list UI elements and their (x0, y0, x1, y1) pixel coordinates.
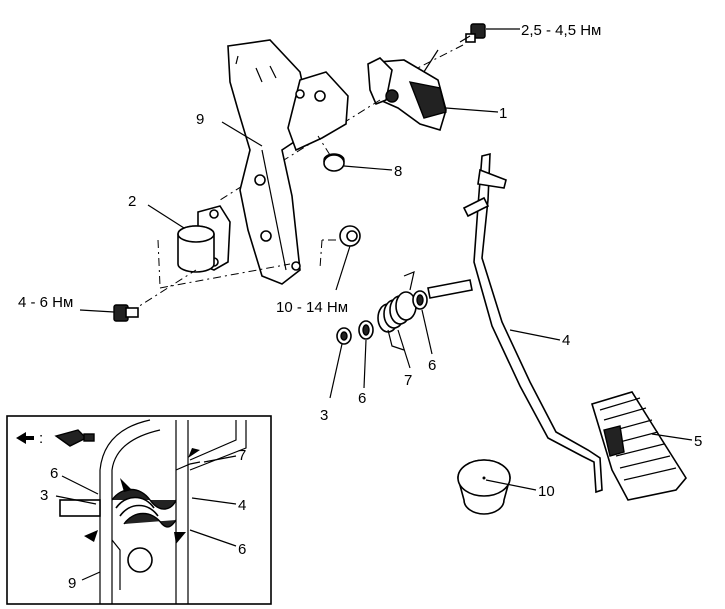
label-2: 2 (128, 193, 136, 210)
inset-label-3: 3 (40, 487, 48, 504)
torque-sensor-bolt: 2,5 - 4,5 Нм (521, 22, 601, 39)
label-7: 7 (404, 372, 412, 389)
washer (336, 327, 352, 345)
torque-damper-bolt: 4 - 6 Нм (18, 294, 73, 311)
throttle-position-sensor (367, 57, 447, 131)
label-5: 5 (694, 433, 702, 450)
arrow-icon-b (188, 448, 200, 458)
grease-gun-icon (54, 429, 95, 447)
label-4: 4 (562, 332, 570, 349)
torque-pivot-nut: 10 - 14 Нм (276, 299, 348, 316)
legend-colon: : (39, 430, 43, 447)
inset-label-6-top: 6 (50, 465, 58, 482)
torsion-spring (377, 271, 417, 351)
sensor-bolt (459, 23, 486, 43)
label-6-right: 6 (428, 357, 436, 374)
pedal-bracket (227, 39, 349, 285)
inset-label-6-bottom: 6 (238, 541, 246, 558)
arrow-left-icon (16, 432, 34, 444)
label-1: 1 (499, 105, 507, 122)
label-9: 9 (196, 111, 204, 128)
inset-label-9: 9 (68, 575, 76, 592)
arrow-icon-a (120, 478, 132, 492)
damper (177, 205, 231, 273)
stop-pad (457, 459, 511, 515)
label-6-left: 6 (358, 390, 366, 407)
arrow-icon-d (174, 532, 186, 544)
stopper (323, 153, 345, 172)
bushing-left (358, 320, 374, 340)
label-3: 3 (320, 407, 328, 424)
label-10: 10 (538, 483, 555, 500)
inset-label-4: 4 (238, 497, 246, 514)
inset-label-7: 7 (238, 447, 246, 464)
pedal-pad (591, 391, 687, 501)
pedal-lever (427, 152, 603, 494)
pivot-nut (339, 225, 361, 247)
bushing-right (412, 290, 428, 310)
arrow-icon-c (84, 530, 98, 542)
label-8: 8 (394, 163, 402, 180)
inset-detail: : 6 3 7 4 6 (6, 415, 272, 605)
damper-bolt (113, 304, 139, 322)
